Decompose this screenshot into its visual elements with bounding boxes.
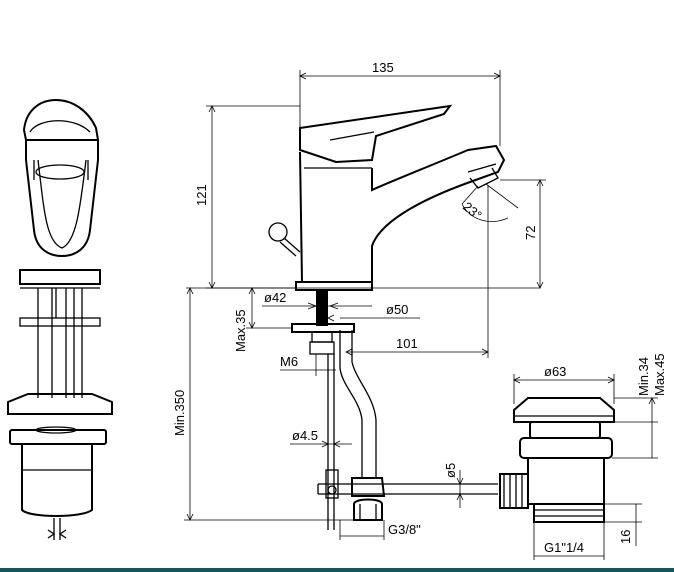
dim-min34: Min.34 — [636, 357, 651, 396]
dim-o5: ø5 — [443, 463, 458, 478]
dim-72: 72 — [523, 226, 538, 240]
footer-bar — [0, 568, 674, 572]
dimension-labels: 135 121 72 23° ø42 ø50 Max.35 M6 101 Min… — [172, 60, 667, 555]
dim-101: 101 — [396, 336, 418, 351]
dim-g1-1-4: G1"1/4 — [544, 540, 584, 555]
dim-m6: M6 — [280, 354, 298, 369]
dim-max45: Max.45 — [652, 353, 667, 396]
dim-g3-8: G3/8" — [388, 522, 421, 537]
dim-min350: Min.350 — [172, 390, 187, 436]
side-view — [7, 98, 113, 540]
dim-16: 16 — [618, 530, 633, 544]
dim-o4-5: ø4.5 — [292, 428, 318, 443]
dim-o50: ø50 — [386, 302, 408, 317]
dim-o63: ø63 — [544, 364, 566, 379]
waste-assembly — [499, 397, 615, 523]
dim-121: 121 — [194, 184, 209, 206]
dim-o42: ø42 — [264, 290, 286, 305]
dimension-lines — [184, 70, 658, 560]
front-view — [268, 104, 506, 530]
dim-135: 135 — [372, 60, 394, 75]
dim-max35: Max.35 — [233, 309, 248, 352]
